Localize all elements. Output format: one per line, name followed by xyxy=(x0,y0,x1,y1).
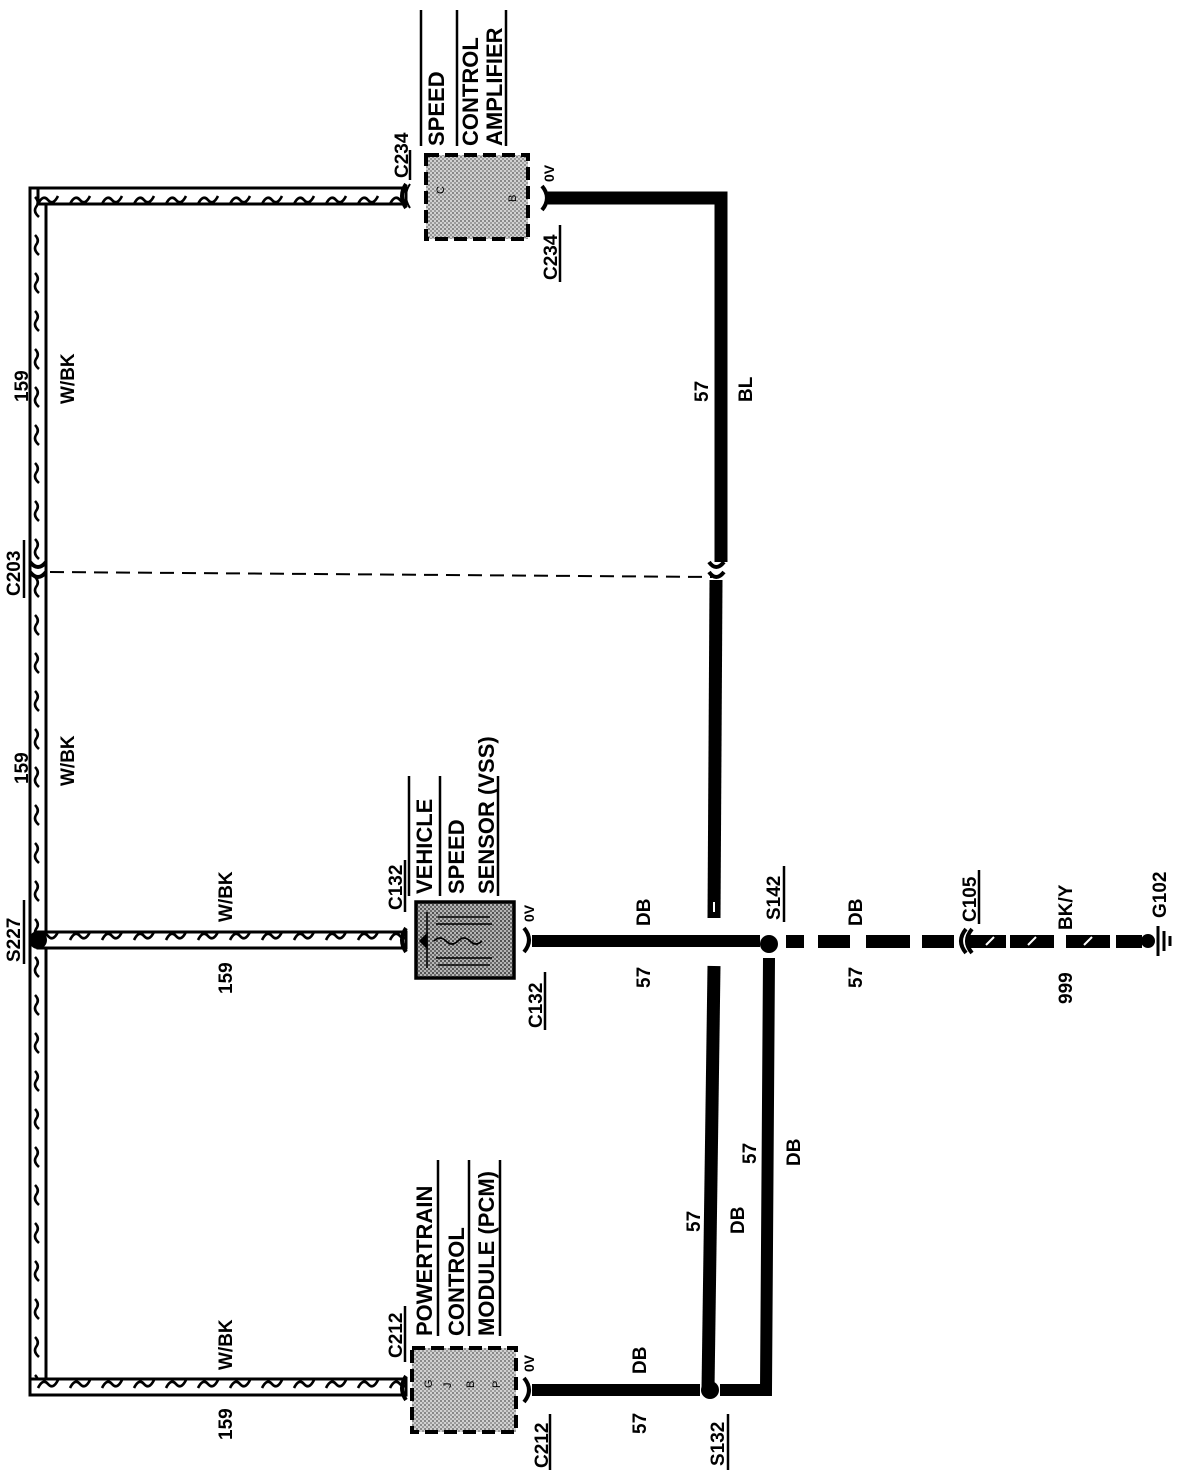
w57-left-color: DB xyxy=(728,1207,749,1234)
c212-right-chevron xyxy=(522,1376,531,1404)
c105-label: C105 xyxy=(960,876,981,922)
w159-top-color: W/BK xyxy=(58,353,79,404)
w57-bl-circuit: 57 xyxy=(692,381,713,402)
c234-bottom-label: C234 xyxy=(541,234,562,280)
w57-right-color: DB xyxy=(784,1139,805,1166)
w159-pcm-color: W/BK xyxy=(216,1319,237,1370)
c212-top-label: C212 xyxy=(386,1313,407,1358)
ground-g102-symbol xyxy=(1141,926,1172,956)
label-underlines xyxy=(22,10,981,1470)
amp-pin-b: B xyxy=(507,195,519,202)
speed-control-amplifier-box xyxy=(424,153,530,241)
splice-s227-dot xyxy=(29,931,47,949)
amp-label-line1: SPEED xyxy=(424,71,449,146)
s142-label: S142 xyxy=(764,876,785,920)
w57-vss-color: DB xyxy=(634,899,655,926)
s227-label: S227 xyxy=(4,918,25,962)
c105-chevron xyxy=(959,927,968,955)
wire-159 xyxy=(28,186,408,1397)
w57-pcm-circuit: 57 xyxy=(630,1413,651,1434)
c132-bottom-label: C132 xyxy=(526,983,547,1028)
vss-box xyxy=(414,900,516,980)
vss-label-line1: VEHICLE xyxy=(412,799,437,894)
c132-left-chevron xyxy=(400,926,408,954)
pcm-pin-j: J xyxy=(442,1383,454,1389)
w57-left-circuit: 57 xyxy=(684,1211,705,1232)
w159-vss-color: W/BK xyxy=(216,871,237,922)
w159-top-circuit: 159 xyxy=(12,370,33,402)
s132-label: S132 xyxy=(708,1422,729,1466)
w57-bl-color: BL xyxy=(736,376,757,402)
pcm-label-line2: CONTROL xyxy=(444,1227,469,1336)
w57-right-circuit: 57 xyxy=(740,1143,761,1164)
splice-s142-dot xyxy=(760,935,778,953)
w999-circuit: 999 xyxy=(1056,972,1077,1004)
c203-label: C203 xyxy=(4,551,25,596)
w159-vss-circuit: 159 xyxy=(216,962,237,994)
c203-chevron-right xyxy=(707,560,726,569)
pcm-label-line1: POWERTRAIN xyxy=(412,1186,437,1336)
g102-label: G102 xyxy=(1150,872,1171,918)
w159-pcm-circuit: 159 xyxy=(216,1408,237,1440)
wire-57-s142 xyxy=(786,935,954,948)
splice-s132-dot xyxy=(701,1381,719,1399)
c132-right-chevron xyxy=(522,926,531,954)
c234-pin-b-chevron xyxy=(540,184,549,212)
wire-999 xyxy=(968,935,1142,948)
c212-left-chevron xyxy=(400,1374,408,1402)
connector-chevrons xyxy=(28,182,974,1404)
c234-pin-c-chevron xyxy=(400,182,408,210)
amp-label-line2: CONTROL xyxy=(458,37,483,146)
w57-s142-circuit: 57 xyxy=(846,967,867,988)
pcm-box xyxy=(410,1346,518,1434)
amp-voltage: 0V xyxy=(541,164,557,182)
w159-mid-circuit: 159 xyxy=(12,752,33,784)
vss-label-line3: SENSOR (VSS) xyxy=(474,736,499,894)
w57-pcm-color: DB xyxy=(630,1347,651,1374)
w999-color: BK/Y xyxy=(1056,884,1077,930)
c132-top-label: C132 xyxy=(386,865,407,910)
w57-s142-color: DB xyxy=(846,899,867,926)
amp-pin-c: C xyxy=(435,186,447,194)
w57-vss-circuit: 57 xyxy=(634,967,655,988)
vss-label-line2: SPEED xyxy=(444,819,469,894)
c203-dashed-link xyxy=(49,571,713,578)
pcm-voltage: 0V xyxy=(521,1354,537,1372)
wire-57 xyxy=(532,191,775,1396)
pcm-label-line3: MODULE (PCM) xyxy=(474,1171,499,1336)
pcm-pin-g: G xyxy=(423,1379,435,1388)
c203-chevron-left xyxy=(28,560,48,569)
amp-label-line3: AMPLIFIER xyxy=(482,27,507,146)
c234-top-label: C234 xyxy=(392,132,413,178)
pcm-pin-b: B xyxy=(465,1381,477,1388)
vss-voltage: 0V xyxy=(521,904,537,922)
pcm-pin-p: P xyxy=(491,1381,503,1388)
c212-bottom-label: C212 xyxy=(532,1423,553,1468)
w159-mid-color: W/BK xyxy=(58,735,79,786)
